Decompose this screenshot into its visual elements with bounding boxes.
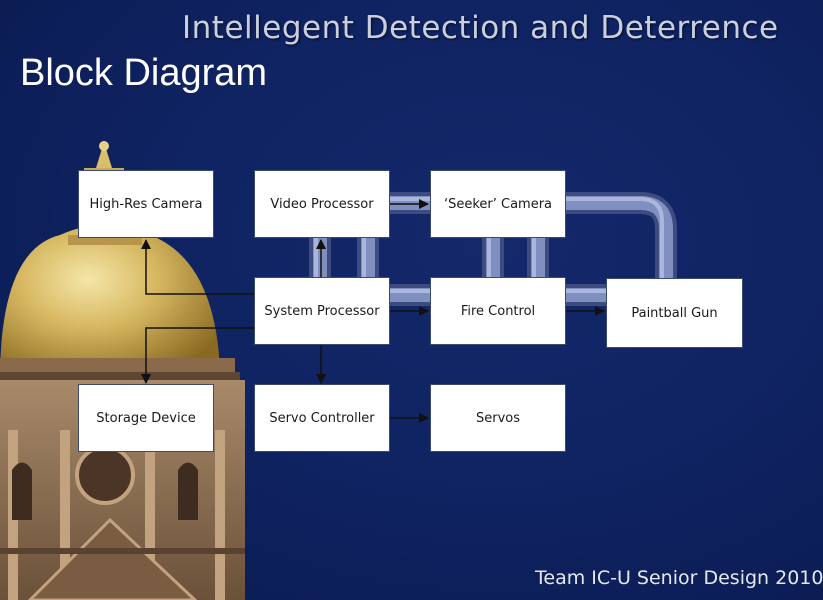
- block-high-res-camera: High-Res Camera: [78, 170, 214, 238]
- block-label: Storage Device: [96, 410, 196, 426]
- block-label: ‘Seeker’ Camera: [443, 196, 553, 212]
- block-servos: Servos: [430, 384, 566, 452]
- slide-title: Block Diagram: [20, 52, 268, 94]
- block-system-processor: System Processor: [254, 277, 390, 345]
- pipe-seeker-paintball: [555, 192, 677, 289]
- block-fire-control: Fire Control: [430, 277, 566, 345]
- block-label: High-Res Camera: [89, 196, 203, 212]
- block-label: Fire Control: [460, 303, 536, 319]
- dome-building-image: [0, 141, 245, 600]
- block-label: Servos: [475, 410, 520, 426]
- arrows: [141, 199, 605, 423]
- block-label: Paintball Gun: [631, 305, 718, 321]
- block-label: Video Processor: [270, 196, 374, 212]
- footer-text: Team IC-U Senior Design 2010: [535, 567, 823, 589]
- slide: High-Res Camera Video Processor ‘Seeker’…: [0, 10, 823, 600]
- block-video-processor: Video Processor: [254, 170, 390, 238]
- block-label: Servo Controller: [269, 410, 375, 426]
- block-storage-device: Storage Device: [78, 384, 214, 452]
- block-paintball-gun: Paintball Gun: [606, 278, 743, 348]
- block-label: System Processor: [264, 303, 380, 319]
- block-seeker-camera: ‘Seeker’ Camera: [430, 170, 566, 238]
- block-servo-controller: Servo Controller: [254, 384, 390, 452]
- block-diagram: [141, 192, 677, 423]
- header-title: Intellegent Detection and Deterrence: [182, 10, 779, 46]
- arrow-sysproc-to-camera: [141, 239, 254, 295]
- arrow-sysproc-to-storage: [141, 327, 254, 384]
